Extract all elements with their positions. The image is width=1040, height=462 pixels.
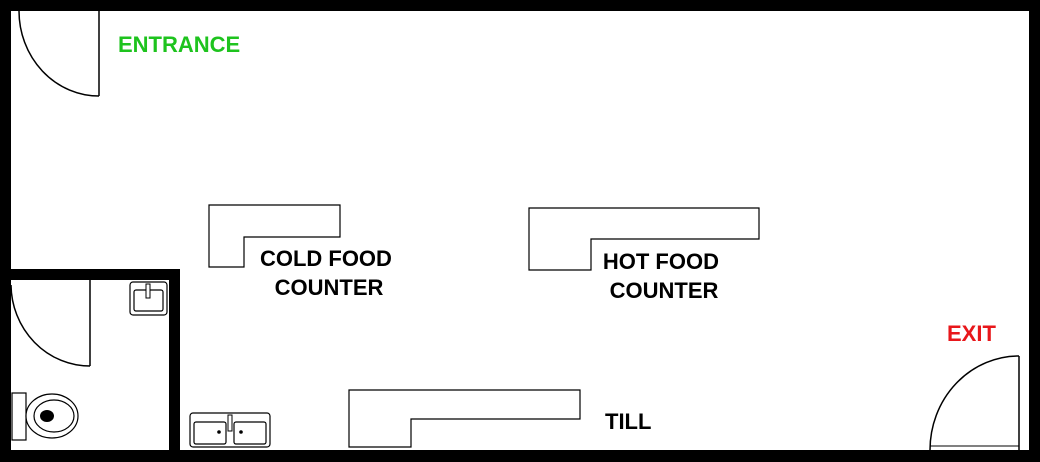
cold-food-counter-label-line2: COUNTER — [275, 275, 384, 300]
washroom-sink-icon — [129, 281, 168, 316]
cold-food-counter-label: COLD FOOD COUNTER — [260, 246, 398, 300]
double-sink-icon — [189, 412, 271, 448]
washroom-wall-right — [169, 269, 180, 450]
hot-food-counter-label-line2: COUNTER — [610, 278, 719, 303]
outer-wall-top — [0, 0, 1040, 11]
outer-wall-bottom — [0, 450, 1040, 462]
toilet-icon — [11, 392, 79, 441]
hot-food-counter-label-line1: HOT FOOD — [603, 249, 719, 274]
entrance-label: ENTRANCE — [118, 32, 240, 57]
washroom-door — [10, 280, 91, 367]
cold-food-counter-label-line1: COLD FOOD — [260, 246, 392, 271]
till-label: TILL — [605, 409, 651, 434]
entrance-door — [11, 10, 100, 97]
outer-wall-left — [0, 0, 11, 462]
hot-food-counter — [528, 207, 760, 271]
exit-door — [929, 355, 1020, 451]
till-counter — [348, 389, 581, 448]
outer-wall-right — [1029, 0, 1040, 462]
exit-label: EXIT — [947, 321, 996, 346]
washroom-wall-top — [11, 269, 180, 280]
cold-food-counter — [208, 204, 341, 268]
hot-food-counter-label: HOT FOOD COUNTER — [603, 249, 725, 303]
